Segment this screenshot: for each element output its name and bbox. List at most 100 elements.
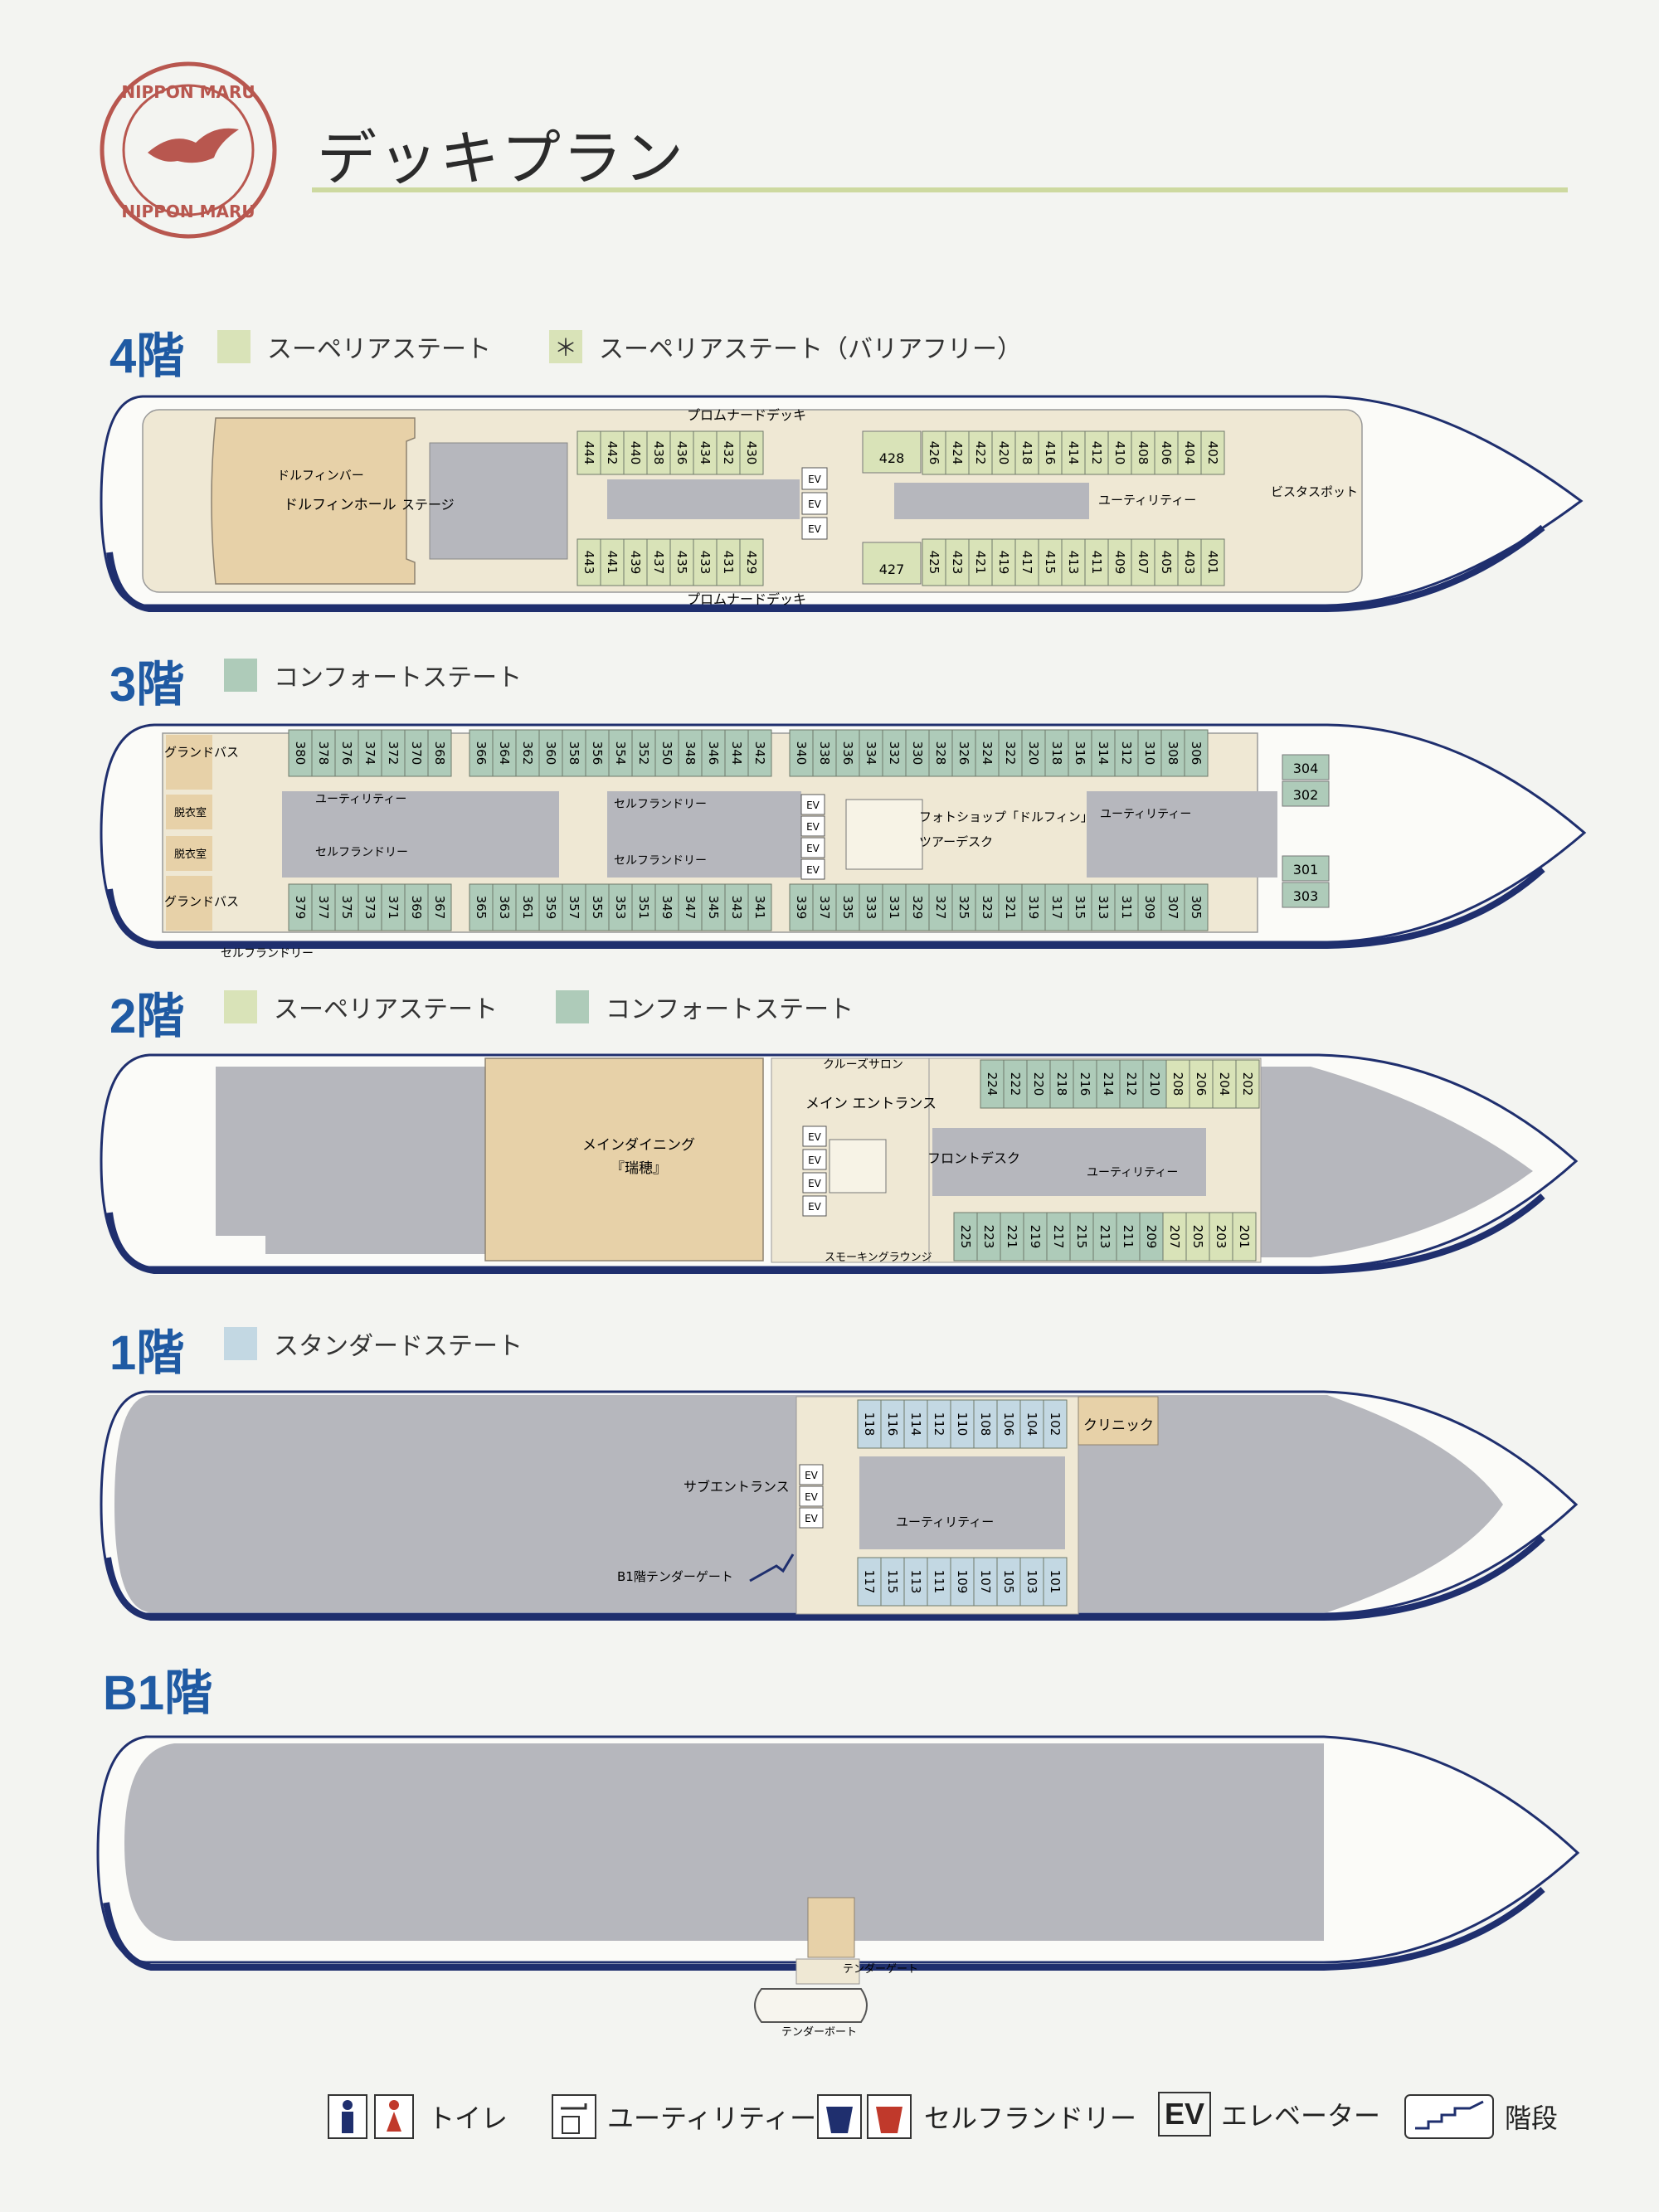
cabin-413: 413: [1066, 551, 1081, 575]
utility-2: ユーティリティー: [1087, 1166, 1178, 1179]
cabin-370: 370: [409, 741, 424, 766]
cabin-312-box: [1114, 729, 1139, 777]
cabin-217: 217: [1051, 1225, 1066, 1249]
cabin-430: 430: [744, 441, 759, 465]
cabin-107-box: [973, 1557, 998, 1607]
cabin-335-box: [835, 883, 860, 931]
cabin-202: 202: [1240, 1072, 1255, 1096]
cabin-373: 373: [362, 896, 377, 920]
laundry-3c: セルフランドリー: [614, 854, 707, 868]
sub-entrance: サブエントランス: [684, 1479, 790, 1495]
clinic: クリニック: [1083, 1417, 1154, 1434]
cabin-363-box: [492, 883, 517, 931]
cabin-408-box: [1131, 430, 1155, 475]
deck-2-label: 2階: [109, 989, 185, 1043]
cabin-102: 102: [1048, 1412, 1063, 1437]
svg-text:EV: EV: [808, 523, 822, 535]
cabin-318: 318: [1049, 741, 1064, 766]
cabin-105: 105: [1001, 1570, 1016, 1594]
legend-stairs: 階段: [1404, 2092, 1558, 2142]
cabin-103-box: [1019, 1557, 1044, 1607]
svg-text:303: 303: [1293, 888, 1319, 904]
deck-b1-label: B1階: [103, 1666, 213, 1720]
cabin-444: 444: [581, 441, 596, 465]
cabin-373-box: [358, 883, 382, 931]
cabin-380: 380: [293, 741, 308, 766]
cabin-338-box: [812, 729, 837, 777]
svg-text:NIPPON MARU: NIPPON MARU: [121, 82, 255, 102]
cabin-327: 327: [933, 896, 948, 920]
cabin-223: 223: [981, 1225, 996, 1249]
cabin-341: 341: [752, 896, 767, 920]
cabin-203-box: [1209, 1212, 1233, 1262]
grand-bath-top: グランドバス: [164, 745, 239, 760]
cabin-340: 340: [794, 741, 809, 766]
comfort-swatch-2: [556, 990, 589, 1023]
cabin-371-box: [381, 883, 406, 931]
cabin-205-box: [1185, 1212, 1210, 1262]
utility-4: ユーティリティー: [1098, 493, 1196, 508]
cabin-436-box: [669, 430, 694, 475]
main-dining: メインダイニング: [582, 1137, 695, 1154]
cabin-306-box: [1184, 729, 1209, 777]
cabin-216: 216: [1078, 1072, 1092, 1096]
svg-text:NIPPON MARU: NIPPON MARU: [121, 202, 255, 221]
cabin-367-box: [427, 883, 452, 931]
cabin-324: 324: [980, 741, 995, 766]
cabin-376-box: [334, 729, 359, 777]
svg-text:EV: EV: [806, 864, 820, 876]
cabin-365: 365: [474, 896, 489, 920]
cabin-329-box: [905, 883, 930, 931]
cabin-427: 427: [879, 562, 905, 577]
cabin-115-box: [880, 1557, 905, 1607]
deck-4-legend: スーペリアステート ＊ スーペリアステート（バリアフリー）: [217, 328, 1080, 365]
cabin-356: 356: [590, 741, 605, 766]
cabin-330-box: [905, 729, 930, 777]
cabin-309: 309: [1142, 896, 1157, 920]
cabin-354-box: [608, 729, 633, 777]
cabin-404: 404: [1182, 441, 1197, 465]
cabin-325: 325: [956, 896, 971, 920]
cabin-401-box: [1200, 538, 1225, 586]
cabin-345: 345: [706, 896, 721, 920]
nippon-maru-logo: NIPPON MARU NIPPON MARU: [100, 61, 277, 239]
cabin-108-box: [973, 1399, 998, 1449]
deck-2-legend: スーペリアステート コンフォートステート: [224, 989, 912, 1025]
cabin-374: 374: [362, 741, 377, 766]
cabin-402-box: [1200, 430, 1225, 475]
cabin-440: 440: [628, 441, 643, 465]
cabin-421: 421: [973, 551, 988, 575]
cabin-110: 110: [955, 1412, 970, 1437]
deck-1-elevators: EV EV EV: [799, 1464, 824, 1529]
deck-1-legend: スタンダードステート: [224, 1325, 581, 1362]
cabin-104: 104: [1024, 1412, 1039, 1437]
utility-3a: ユーティリティー: [315, 793, 406, 806]
cabin-204: 204: [1217, 1072, 1232, 1096]
tender-gate-b1: テンダーゲート: [843, 1963, 918, 1976]
svg-text:EV: EV: [805, 1470, 819, 1481]
cabin-402: 402: [1205, 441, 1220, 465]
cabin-215: 215: [1074, 1225, 1089, 1249]
svg-text:EV: EV: [805, 1491, 819, 1503]
cabin-333: 333: [864, 896, 878, 920]
cabin-375: 375: [339, 896, 354, 920]
svg-text:304: 304: [1293, 761, 1319, 776]
cabin-363: 363: [497, 896, 512, 920]
cabin-403-box: [1177, 538, 1202, 586]
cabin-441: 441: [605, 551, 620, 575]
svg-text:EV: EV: [806, 843, 820, 854]
cabin-416: 416: [1043, 441, 1058, 465]
cabin-432: 432: [721, 441, 736, 465]
svg-text:EV: EV: [808, 1178, 822, 1189]
cabin-332: 332: [887, 741, 902, 766]
tour-desk: ツアーデスク: [919, 834, 993, 849]
cabin-443: 443: [581, 551, 596, 575]
cabin-362: 362: [520, 741, 535, 766]
cabin-378: 378: [316, 741, 331, 766]
cabin-347: 347: [683, 896, 698, 920]
cabin-334: 334: [864, 741, 878, 766]
